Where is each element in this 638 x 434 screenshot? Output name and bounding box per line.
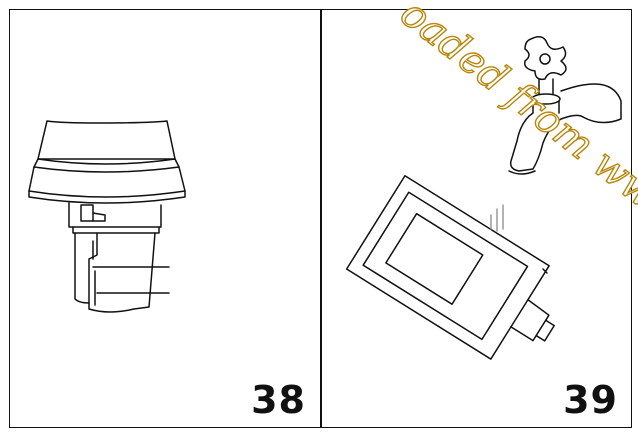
figure-number-39: 39	[563, 378, 618, 422]
panel-divider	[320, 9, 322, 428]
device-cover-icon	[28, 120, 186, 313]
figure-panel-38: 38	[9, 9, 320, 428]
figure-number-38: 38	[251, 378, 306, 422]
figure-panel-39: 39	[321, 9, 632, 428]
faucet-rinse-icon	[345, 36, 622, 360]
